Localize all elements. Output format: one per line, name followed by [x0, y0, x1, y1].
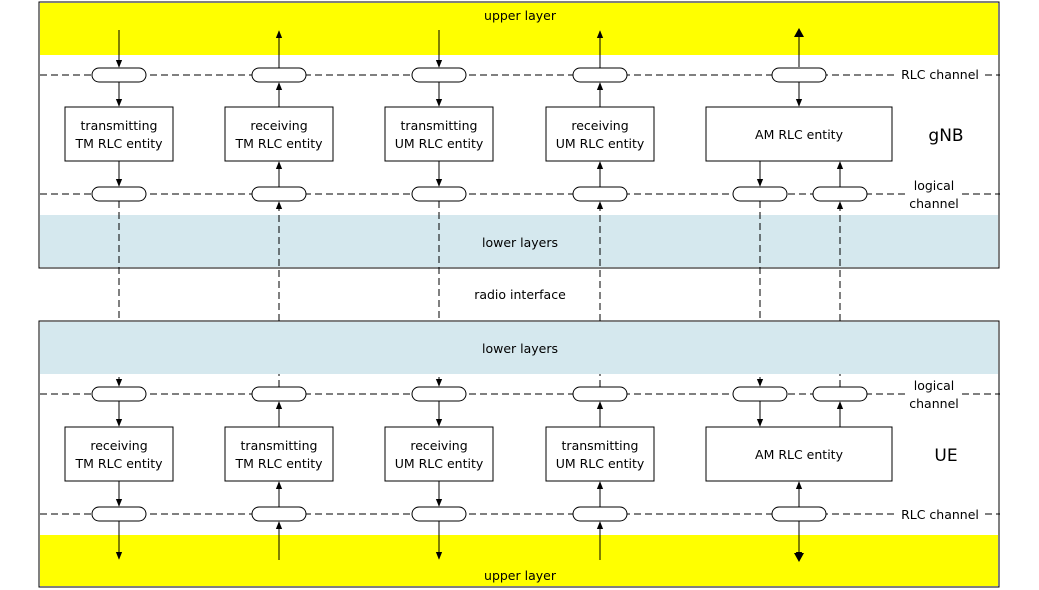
entity-box [545, 106, 655, 162]
gnb-entity-tx-tm: transmitting TM RLC entity [64, 30, 174, 202]
gnb-upper-layer-band [40, 3, 998, 55]
svg-text:transmitting: transmitting [81, 118, 158, 133]
gnb-logical-channel-label-2: channel [909, 196, 958, 211]
sap-oval [572, 506, 628, 522]
svg-text:UM RLC entity: UM RLC entity [395, 456, 484, 471]
svg-text:receiving: receiving [571, 118, 628, 133]
sap-oval [251, 386, 307, 402]
sap-oval [411, 67, 467, 83]
entity-box [224, 106, 334, 162]
gnb-node-label: gNB [928, 126, 963, 146]
sap-oval [91, 506, 147, 522]
sap-oval [732, 186, 788, 202]
svg-text:transmitting: transmitting [562, 438, 639, 453]
ue-entity-tx-um: transmitting UM RLC entity [545, 386, 655, 560]
sap-oval [771, 506, 827, 522]
gnb-logical-channel-label-1: logical [914, 178, 955, 193]
svg-text:TM RLC entity: TM RLC entity [74, 456, 163, 471]
svg-text:receiving: receiving [90, 438, 147, 453]
svg-text:AM RLC entity: AM RLC entity [755, 447, 844, 462]
entity-box [705, 426, 893, 482]
ue-entity-am: AM RLC entity [705, 386, 893, 562]
entity-box [384, 426, 494, 482]
sap-oval [251, 67, 307, 83]
gnb-rlc-channel-label: RLC channel [901, 67, 979, 82]
svg-text:receiving: receiving [410, 438, 467, 453]
sap-oval [771, 67, 827, 83]
ue-logical-channel-label-1: logical [914, 378, 955, 393]
sap-oval [812, 186, 868, 202]
svg-text:TM RLC entity: TM RLC entity [234, 456, 323, 471]
sap-oval [812, 386, 868, 402]
ue-lower-layers-band [40, 322, 998, 374]
ue-node-label: UE [934, 446, 957, 466]
sap-oval [251, 506, 307, 522]
ue-lower-layers-label: lower layers [482, 341, 558, 356]
ue-frame [38, 320, 1000, 588]
gnb-section: upper layer lower layers RLC channel log… [38, 1, 1000, 269]
sap-oval [572, 186, 628, 202]
svg-text:TM RLC entity: TM RLC entity [234, 136, 323, 151]
gnb-entity-tx-um: transmitting UM RLC entity [384, 30, 494, 202]
sap-oval [411, 386, 467, 402]
svg-text:UM RLC entity: UM RLC entity [556, 136, 645, 151]
gnb-lower-layers-label: lower layers [482, 235, 558, 250]
svg-text:transmitting: transmitting [241, 438, 318, 453]
sap-oval [411, 506, 467, 522]
gnb-entity-rx-tm: receiving TM RLC entity [224, 30, 334, 202]
svg-text:UM RLC entity: UM RLC entity [556, 456, 645, 471]
sap-oval [251, 186, 307, 202]
ue-upper-layer-band [40, 535, 998, 586]
entity-box [705, 106, 893, 162]
ue-upper-layer-label: upper layer [484, 568, 557, 583]
sap-oval [732, 386, 788, 402]
svg-text:transmitting: transmitting [401, 118, 478, 133]
sap-oval [91, 186, 147, 202]
entity-box [64, 106, 174, 162]
sap-oval [572, 67, 628, 83]
radio-interface-label: radio interface [474, 287, 566, 302]
gnb-upper-layer-label: upper layer [484, 8, 557, 23]
svg-text:AM RLC entity: AM RLC entity [755, 127, 844, 142]
entity-box [545, 426, 655, 482]
ue-entity-rx-tm: receiving TM RLC entity [64, 386, 174, 560]
ue-entity-tx-tm: transmitting TM RLC entity [224, 386, 334, 560]
entity-box [224, 426, 334, 482]
sap-oval [91, 386, 147, 402]
ue-section: lower layers upper layer logical channel… [38, 320, 1000, 588]
ue-logical-channel-label-2: channel [909, 396, 958, 411]
ue-entity-rx-um: receiving UM RLC entity [384, 386, 494, 560]
sap-oval [572, 386, 628, 402]
ue-rlc-channel-label: RLC channel [901, 507, 979, 522]
entity-box [64, 426, 174, 482]
gnb-lower-layers-band [40, 215, 998, 267]
gnb-entity-am: AM RLC entity [705, 28, 893, 202]
sap-oval [411, 186, 467, 202]
svg-text:TM RLC entity: TM RLC entity [74, 136, 163, 151]
gnb-entity-rx-um: receiving UM RLC entity [545, 30, 655, 202]
svg-text:receiving: receiving [250, 118, 307, 133]
sap-oval [91, 67, 147, 83]
svg-text:UM RLC entity: UM RLC entity [395, 136, 484, 151]
entity-box [384, 106, 494, 162]
